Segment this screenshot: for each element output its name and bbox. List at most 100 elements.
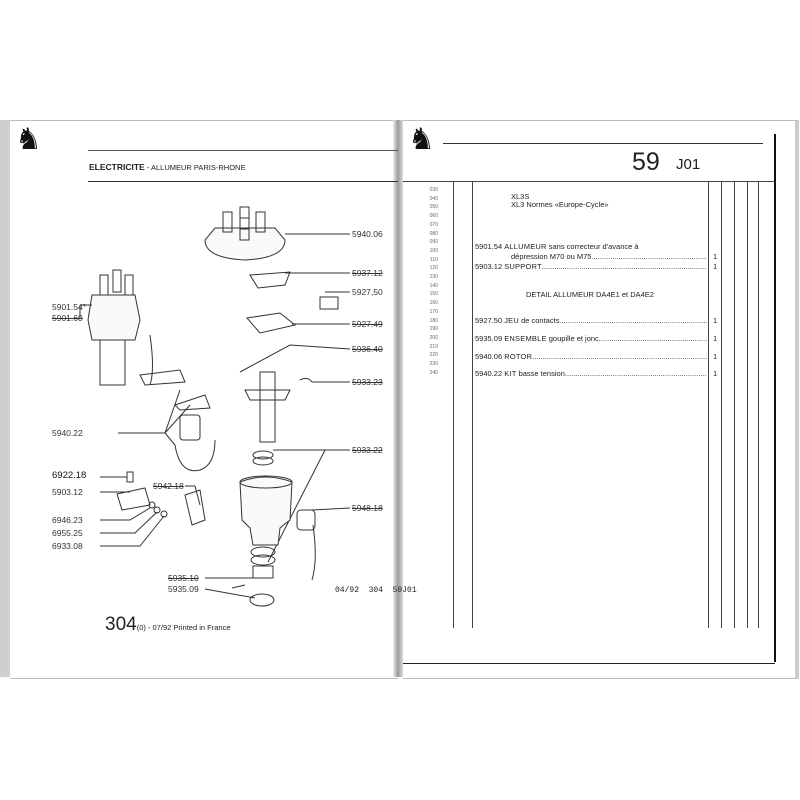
part-desc: goupille et jonc — [546, 334, 599, 343]
part-qty: 1 — [713, 369, 718, 378]
col-rule — [708, 181, 709, 628]
part-name: JEU — [504, 316, 519, 325]
line-number: 200 — [429, 334, 438, 341]
leader-dots: ........................................… — [564, 369, 707, 378]
line-number: 190 — [429, 326, 438, 333]
line-number: 140 — [429, 282, 438, 289]
spine — [393, 120, 403, 677]
leader-dots: ........................................… — [591, 252, 707, 261]
lion-logo-right: ♞ — [408, 123, 435, 156]
line-number: 050 — [429, 204, 438, 211]
part-qty: 1 — [713, 334, 718, 343]
callout-5940-06: 5940.06 — [352, 229, 383, 239]
callout-5942-18: 5942.18 — [153, 481, 184, 491]
part-qty: 1 — [713, 352, 718, 361]
parts-table — [403, 181, 775, 664]
part-qty: 1 — [713, 262, 718, 271]
section-code: J01 — [676, 156, 701, 173]
callout-5936-40: 5936.40 — [352, 344, 383, 354]
line-number: 150 — [429, 291, 438, 298]
header-rule — [88, 181, 398, 182]
line-number: 090 — [429, 239, 438, 246]
col-rule — [453, 181, 454, 628]
part-desc: sans correcteur d'avance à — [546, 242, 639, 251]
part-desc: basse tension — [516, 369, 565, 378]
gear-drawing — [250, 546, 276, 579]
leader-dots: ........................................… — [598, 334, 707, 343]
callout-5901-54: 5901.54° — [52, 302, 87, 312]
callout-5927-50: 5927,50 — [352, 287, 383, 297]
line-number: 180 — [429, 317, 438, 324]
callout-5948-18: 5948.18 — [352, 503, 383, 513]
col-rule — [472, 181, 473, 628]
callout-5901-60: 5901.60 — [52, 313, 83, 323]
title-rest: - ALLUMEUR PARIS-RHONE — [144, 163, 246, 172]
part-row: 5901.54 ALLUMEUR sans correcteur d'avanc… — [475, 242, 707, 251]
callout-6933-08: 6933.08 — [52, 541, 83, 551]
line-number: 220 — [429, 352, 438, 359]
line-number: 100 — [429, 247, 438, 254]
callout-5935-10: 5935.10 — [168, 573, 199, 583]
line-number: 040 — [429, 195, 438, 202]
part-row: 5935.09 ENSEMBLE goupille et jonc.......… — [475, 334, 707, 343]
line-number: 170 — [429, 308, 438, 315]
part-row: 5940.06 ROTOR...........................… — [475, 352, 707, 361]
footer-text: (0) - 07/92 Printed in France — [136, 623, 231, 632]
line-number: 080 — [429, 230, 438, 237]
col-rule — [747, 181, 748, 628]
left-edge-shadow — [0, 120, 10, 677]
part-ref: 5903.12 — [475, 262, 503, 271]
line-number: 210 — [429, 343, 438, 350]
header-rule-top — [88, 150, 398, 151]
part-name: KIT — [504, 369, 517, 378]
line-number: 120 — [429, 265, 438, 272]
col-rule — [758, 181, 759, 628]
callout-5940-22: 5940.22 — [52, 428, 83, 438]
callout-5903-12: 5903.12 — [52, 487, 83, 497]
part-ref: 5940.06 — [475, 352, 503, 361]
model-2: XL3 Normes «Europe-Cycle» — [511, 200, 609, 209]
vacuum-capsule-drawing — [296, 507, 351, 581]
pin-ring-drawing — [204, 577, 275, 607]
part-name: ALLUMEUR — [504, 242, 547, 251]
part-name: SUPPORT — [504, 262, 542, 271]
line-number: 030 — [429, 187, 438, 193]
wire-drawing — [239, 344, 351, 383]
part-desc-continued: dépression M70 ou M75...................… — [511, 252, 707, 261]
bracket-drawing — [100, 471, 168, 547]
contact-set-drawing — [319, 291, 350, 310]
reference-code: 04/92 304 59J01 — [335, 586, 417, 595]
exploded-diagram — [79, 206, 351, 607]
part-ref: 5935.09 — [475, 334, 503, 343]
leader-dots: ........................................… — [541, 262, 707, 271]
part-desc2: dépression M70 ou M75 — [511, 252, 592, 261]
lion-logo-left: ♞ — [15, 123, 42, 156]
detail-heading: DETAIL ALLUMEUR DA4E1 et DA4E2 — [526, 290, 654, 299]
weights-drawing — [184, 485, 206, 526]
part-qty: 1 — [713, 316, 718, 325]
callout-5927-49: 5927.49 — [352, 319, 383, 329]
page-title: ELECTRICITE - ALLUMEUR PARIS-RHONE — [89, 162, 245, 172]
line-number: 060 — [429, 213, 438, 220]
part-row: 5903.12 SUPPORT.........................… — [475, 262, 707, 271]
part-ref: 5927.50 — [475, 316, 503, 325]
leader-dots: ........................................… — [559, 316, 707, 325]
col-rule — [734, 181, 735, 628]
part-ref: 5940.22 — [475, 369, 503, 378]
part-name: ENSEMBLE — [504, 334, 547, 343]
line-number: 240 — [429, 369, 438, 376]
page-footer: 304(0) - 07/92 Printed in France — [105, 614, 231, 636]
part-qty: 1 — [713, 252, 718, 261]
part-row: 5940.22 KIT basse tension...............… — [475, 369, 707, 378]
callout-5933-23: 5933.23 — [352, 377, 383, 387]
leader-dots: ........................................… — [532, 352, 707, 361]
callout-6955-25: 6955.25 — [52, 528, 83, 538]
right-header-rule — [443, 143, 763, 144]
low-tension-kit-drawing — [118, 369, 216, 472]
callout-6946-23: 6946.23 — [52, 515, 83, 525]
line-number: 130 — [429, 274, 438, 280]
title-bold: ELECTRICITE — [89, 162, 145, 172]
line-number: 110 — [430, 256, 438, 263]
line-number: 160 — [429, 300, 438, 307]
part-name: ROTOR — [504, 352, 533, 361]
